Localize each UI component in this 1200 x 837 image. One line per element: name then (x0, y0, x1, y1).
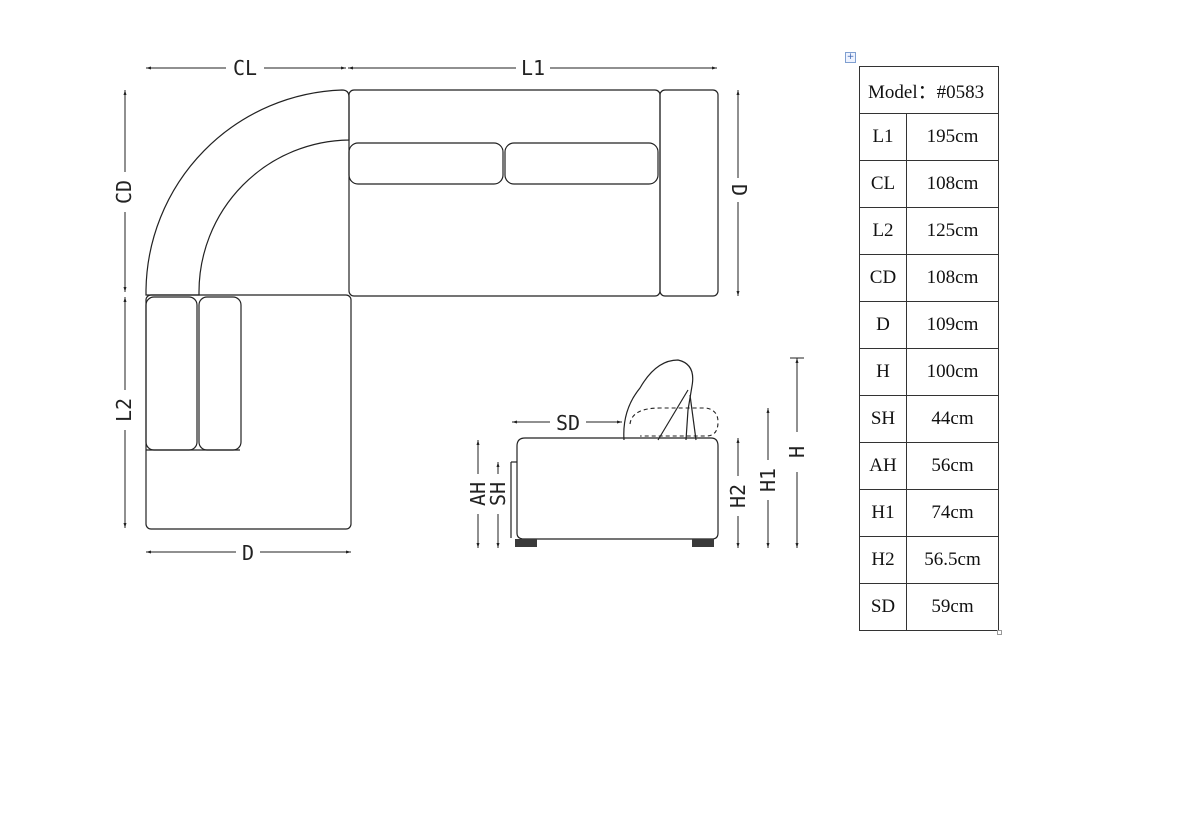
dim-label-h1: H1 (756, 468, 780, 492)
sofa-side-view: SD AH SH H2 H1 H (466, 357, 809, 548)
spec-value-cell[interactable]: 56cm (906, 442, 999, 490)
spec-key-cell[interactable]: L1 (859, 113, 907, 161)
move-cross-icon[interactable]: + (845, 52, 856, 63)
table-row: H 100cm (859, 348, 999, 396)
spec-key-cell[interactable]: D (859, 301, 907, 349)
dim-label-d-right: D (727, 184, 751, 196)
spec-key-cell[interactable]: AH (859, 442, 907, 490)
l1-back-cushion-right (504, 142, 659, 185)
side-body (516, 437, 719, 540)
dim-label-l1: L1 (521, 56, 545, 80)
table-row: L2 125cm (859, 207, 999, 255)
table-row: AH 56cm (859, 442, 999, 490)
spec-value-cell[interactable]: 59cm (906, 583, 999, 631)
spec-value-cell[interactable]: 195cm (906, 113, 999, 161)
dim-label-l2: L2 (112, 398, 136, 422)
spec-key-cell[interactable]: CL (859, 160, 907, 208)
l1-back-cushion-left (348, 142, 504, 185)
dim-label-cd: CD (112, 180, 136, 204)
table-row: SD 59cm (859, 583, 999, 631)
dim-label-h2: H2 (726, 484, 750, 508)
side-front-foot (515, 539, 537, 547)
spec-value-cell[interactable]: 108cm (906, 254, 999, 302)
spec-key-cell[interactable]: SH (859, 395, 907, 443)
spec-key-cell[interactable]: H (859, 348, 907, 396)
l1-section (348, 89, 661, 297)
dim-label-h: H (785, 446, 809, 458)
sofa-technical-drawing: CL L1 CD L2 D D SD AH (112, 56, 809, 565)
dim-label-d-bottom: D (242, 541, 254, 565)
spec-key-cell[interactable]: SD (859, 583, 907, 631)
table-row: H2 56.5cm (859, 536, 999, 584)
table-row: CD 108cm (859, 254, 999, 302)
dim-label-ah: AH (466, 482, 490, 506)
spec-value-cell[interactable]: 100cm (906, 348, 999, 396)
l2-section (145, 294, 352, 530)
table-row: SH 44cm (859, 395, 999, 443)
spec-key-cell[interactable]: CD (859, 254, 907, 302)
side-back-foot (692, 539, 714, 547)
spec-value-cell[interactable]: 74cm (906, 489, 999, 537)
table-row: Model：#0583 (859, 66, 999, 114)
corner-section (145, 89, 350, 296)
spec-value-cell[interactable]: 109cm (906, 301, 999, 349)
l1-armrest (659, 89, 719, 297)
table-row: CL 108cm (859, 160, 999, 208)
specification-table: Model：#0583 L1 195cm CL 108cm L2 125cm C… (859, 66, 999, 631)
dim-label-sd: SD (556, 411, 580, 435)
spec-value-cell[interactable]: 56.5cm (906, 536, 999, 584)
side-headrest-raised (623, 359, 694, 441)
model-number-cell[interactable]: Model：#0583 (859, 66, 999, 114)
spec-value-cell[interactable]: 108cm (906, 160, 999, 208)
table-resize-handle[interactable] (997, 630, 1002, 635)
spec-value-cell[interactable]: 44cm (906, 395, 999, 443)
sofa-top-view: CL L1 CD L2 D D (112, 56, 751, 565)
l2-back-cushion-left (145, 296, 198, 451)
dim-label-sh: SH (486, 482, 510, 506)
spec-key-cell[interactable]: L2 (859, 207, 907, 255)
spec-value-cell[interactable]: 125cm (906, 207, 999, 255)
table-row: D 109cm (859, 301, 999, 349)
table-row: H1 74cm (859, 489, 999, 537)
spec-key-cell[interactable]: H1 (859, 489, 907, 537)
l2-back-cushion-right (198, 296, 242, 451)
spec-key-cell[interactable]: H2 (859, 536, 907, 584)
table-row: L1 195cm (859, 113, 999, 161)
dim-label-cl: CL (233, 56, 257, 80)
side-headrest-folded (629, 407, 719, 437)
